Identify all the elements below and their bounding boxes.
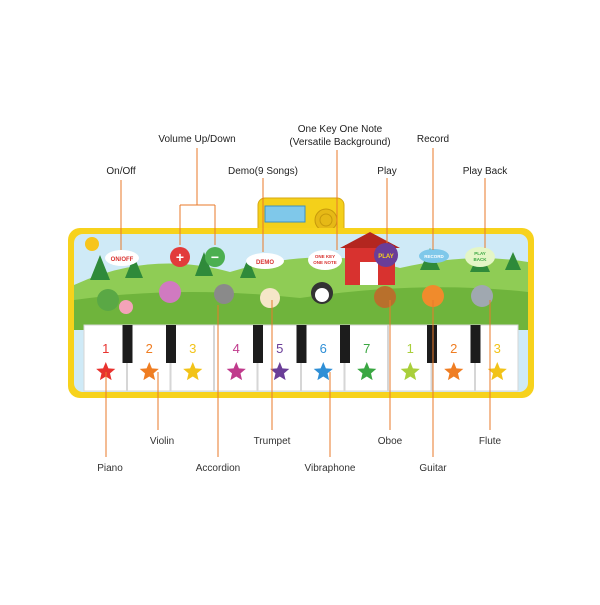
piano-black-key [427,325,437,363]
volume-up-button-label: + [176,249,184,265]
key-star-icon [487,362,507,381]
piano-key-number: 3 [494,341,501,356]
onoff-button-label: ON/OFF [111,257,134,263]
piano-key-number: 6 [320,341,327,356]
piano-key-number: 5 [276,341,283,356]
label-oboe: Oboe [377,436,403,447]
piano-black-key [122,325,133,363]
demo-button-label: DEMO [256,260,274,266]
label-one-key-line2: (Versatile Background) [289,137,391,148]
piano-key [257,324,301,392]
label-piano: Piano [97,463,123,474]
key-star-icon [96,362,116,381]
label-play: Play [377,166,397,177]
playback-button-label-1: PLAY [474,251,486,256]
piano-black-key [296,325,307,363]
label-accordion: Accordion [195,463,241,474]
piano-key-number: 2 [450,341,457,356]
piano-white-keys: 1 2 3 4 5 6 7 1 2 3 [83,324,519,392]
label-record: Record [416,134,450,145]
key-star-icon [357,362,377,381]
key-star-icon [313,362,333,381]
label-play-back: Play Back [462,166,508,177]
piano-black-keys [122,325,481,363]
piano-black-key [470,325,481,363]
piano-key-number: 3 [189,341,196,356]
label-guitar: Guitar [419,463,447,474]
piano-key [170,324,214,392]
piano-key [388,324,432,392]
play-button-label: PLAY [378,254,393,260]
label-volume: Volume Up/Down [158,134,236,145]
key-star-icon [444,362,464,381]
piano-key-number: 7 [363,341,370,356]
piano-key [344,324,388,392]
playback-button-label-2: BACK [474,257,488,262]
piano-key-number: 1 [407,341,414,356]
one-key-button-label-1: ONE KEY [315,254,335,259]
piano-key [127,324,171,392]
callout-lines [105,148,491,457]
label-vibraphone: Vibraphone [304,463,356,474]
label-demo: Demo(9 Songs) [227,166,299,177]
label-one-key-line1: One Key One Note [297,124,383,135]
key-star-icon [183,362,203,381]
key-star-icon [400,362,420,381]
piano-key [475,324,519,392]
piano-black-key [340,325,350,363]
one-key-button-label-2: ONE NOTE [313,260,337,265]
piano-key [83,324,127,392]
label-on-off: On/Off [106,166,136,177]
label-flute: Flute [478,436,502,447]
piano-key-number: 2 [146,341,153,356]
mat-buttons: ON/OFF + − DEMO ONE KEY ONE NOTE PLAY RE… [105,243,495,270]
piano-key [431,324,475,392]
piano-black-key [166,325,176,363]
piano-black-key [253,325,263,363]
label-violin: Violin [149,436,175,447]
key-star-icon [270,362,290,381]
piano-key-number: 4 [233,341,240,356]
key-star-icon [139,362,159,381]
piano-key-number: 1 [102,341,109,356]
piano-key [301,324,345,392]
record-button-label: RECORD [424,254,444,259]
label-trumpet: Trumpet [253,436,291,447]
key-star-icon [226,362,246,381]
piano-key [214,324,258,392]
volume-down-button-label: − [211,249,219,265]
